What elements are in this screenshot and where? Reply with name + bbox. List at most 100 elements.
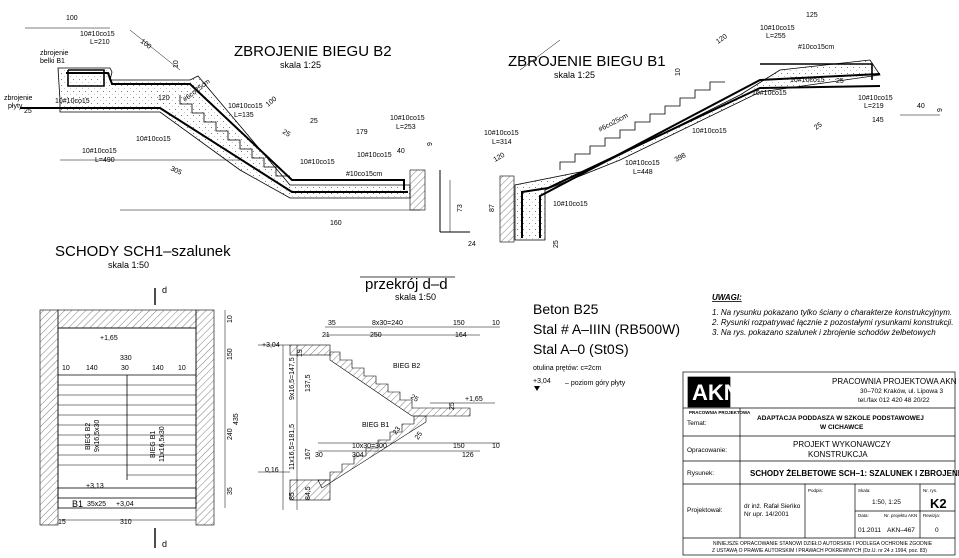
b1-dim: 73 — [457, 204, 464, 212]
dd-label: 8x30=240 — [372, 320, 403, 327]
tb-podpis-label: Podpis: — [808, 488, 823, 493]
tb-data-label: Data: — [858, 513, 869, 518]
note-item: 3. Na rys. pokazano szalunek i zbrojenie… — [712, 328, 936, 337]
dd-label: 150 — [453, 443, 465, 450]
b2-label: belki B1 — [40, 58, 65, 65]
akn-logo-sub: PRACOWNIA PROJEKTOWA — [689, 410, 751, 415]
b2-main-bar-upper — [66, 72, 405, 190]
dd-label: 84,5 — [305, 486, 312, 500]
b1-label: 10#10co15 — [625, 160, 660, 167]
plan-label: 140 — [86, 365, 98, 372]
b1-dim-line — [519, 39, 561, 71]
b2-label: #10co15cm — [346, 171, 382, 178]
plan-label: 35 — [227, 487, 234, 495]
b2-label: 10#10co15 — [390, 115, 425, 122]
b2-label: 10#10co15 — [80, 31, 115, 38]
tb-proj-2: Nr upr. 14/2001 — [744, 511, 789, 518]
b2-label: L=253 — [396, 124, 416, 131]
b2-dim: 160 — [330, 220, 342, 227]
dd-label: 23 — [392, 426, 402, 436]
b2-dim: 179 — [356, 129, 368, 136]
dd-label: 137,5 — [305, 374, 312, 392]
dd-label: 25 — [414, 431, 424, 441]
b1-dim: 145 — [872, 117, 884, 124]
tb-nrproj-label: Nr. projektu AKN — [884, 513, 917, 518]
dd-landing-bottom — [289, 479, 331, 501]
tb-oprac-label: Opracowanie: — [687, 447, 727, 454]
plan-label: 240 — [227, 428, 234, 440]
plan-label: 9x16,5x30 — [94, 420, 101, 452]
b2-scale: skala 1:25 — [280, 60, 321, 70]
spec-beton: Beton B25 — [533, 301, 599, 317]
tb-phone: tel./fax 012 420 48 20/22 — [858, 397, 930, 404]
akn-logo: AKN — [692, 380, 740, 405]
plan-label: d — [162, 539, 167, 549]
dd-label: 11x16,5=181,5 — [289, 424, 296, 470]
b2-label: L=210 — [90, 39, 110, 46]
plan-label: 150 — [227, 348, 234, 360]
dd-label: 0,16 — [265, 467, 279, 474]
b2-dim: 25 — [281, 129, 291, 139]
dd-label: 10 — [492, 320, 500, 327]
dd-label: 167 — [305, 448, 312, 460]
dd-label: 9x16,5=147,5 — [289, 357, 296, 400]
b1-label: 10#10co15 — [692, 128, 727, 135]
notes-block: UWAGI: 1. Na rysunku pokazano tylko ścia… — [711, 293, 953, 337]
b2-reinforcement-drawing — [20, 27, 470, 233]
tb-temat-1: ADAPTACJA PODDASZA W SZKOLE PODSTAWOWEJ — [757, 415, 924, 422]
b2-dim: 100 — [66, 15, 78, 22]
b1-scale: skala 1:25 — [554, 70, 595, 80]
section-dd-drawing: przekrój d–d skala 1:50 — [258, 276, 500, 510]
spec-otulina: otulina prętów: c=2cm — [533, 365, 601, 372]
b1-concrete-slab — [514, 59, 881, 241]
title-block-frame — [682, 371, 956, 556]
b2-steps — [179, 95, 290, 177]
tb-rys: SCHODY ŻELBETOWE SCH–1: SZALUNEK I ZBROJ… — [750, 469, 959, 478]
b2-dim: 305 — [169, 165, 183, 176]
plan-wall-top — [57, 309, 197, 329]
akn-logo-box — [687, 376, 731, 408]
plan-label: +3,04 — [116, 501, 134, 508]
dd-flight-b2 — [329, 351, 471, 417]
dd-label: BIEG B1 — [362, 422, 389, 429]
dd-label: 21 — [322, 332, 330, 339]
b2-wall — [409, 169, 426, 211]
b2-label: L=135 — [234, 112, 254, 119]
b1-label: 10#10co15 — [858, 95, 893, 102]
sch1-title: SCHODY SCH1–szalunek — [55, 243, 231, 260]
dd-label: 250 — [370, 332, 382, 339]
b2-label: zbrojenie — [40, 50, 69, 57]
b2-dim-line — [129, 29, 181, 71]
dd-label: 126 — [462, 452, 474, 459]
plan-label: 330 — [120, 355, 132, 362]
dd-label: 85 — [289, 492, 296, 500]
dd-label: BIEG B2 — [393, 363, 420, 370]
b1-label: L=448 — [633, 169, 653, 176]
b1-dim: 87 — [489, 204, 496, 212]
b2-dim: 100 — [265, 96, 279, 109]
tb-temat-label: Temat: — [687, 420, 707, 427]
b1-label: 10#10co15 — [752, 90, 787, 97]
plan-label: 35x25 — [87, 501, 106, 508]
plan-label: +3,13 — [86, 483, 104, 490]
spec-level: +3,04 — [533, 378, 551, 385]
dd-label: +1,65 — [465, 396, 483, 403]
tb-firm: PRACOWNIA PROJEKTOWA AKN — [832, 377, 957, 386]
section-dd-labels: +3,04 0,16 +1,65 35 8x30=240 150 10 21 2… — [262, 320, 500, 500]
plan-label: d — [162, 285, 167, 295]
tb-nrproj: AKN–467 — [887, 527, 915, 534]
b2-label: 10#10co15 — [357, 152, 392, 159]
dd-label: 35 — [328, 320, 336, 327]
title-block-text: AKN PRACOWNIA PROJEKTOWA PRACOWNIA PROJE… — [687, 377, 959, 554]
note-item: 1. Na rysunku pokazano tylko ściany o ch… — [712, 308, 952, 317]
tb-temat-2: W CICHAWCE — [820, 424, 864, 431]
b1-dim: 25 — [553, 240, 560, 248]
b2-dim: 100 — [139, 38, 153, 51]
title-block — [682, 371, 956, 556]
b2-label: 10#10co15 — [82, 148, 117, 155]
b2-label: 10#10co15 — [136, 136, 171, 143]
b1-label: #10co15cm — [798, 44, 834, 51]
b1-label: L=255 — [766, 33, 786, 40]
dd-label: 304 — [352, 452, 364, 459]
